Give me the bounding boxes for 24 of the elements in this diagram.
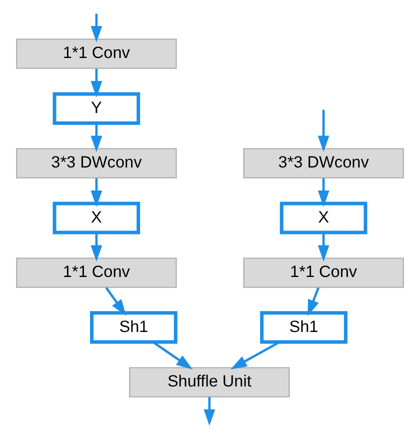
arrow	[90, 232, 102, 262]
node-box: Y	[52, 92, 140, 125]
arrow	[318, 110, 330, 152]
arrow	[105, 287, 126, 316]
arrow	[308, 287, 320, 316]
arrow	[90, 123, 102, 152]
arrow	[90, 68, 102, 98]
node-box: Sh1	[260, 311, 348, 344]
node-box: 1*1 Conv	[243, 258, 404, 288]
node-box: Sh1	[90, 311, 178, 344]
arrow	[90, 178, 102, 207]
node-box: X	[52, 202, 140, 234]
arrow	[318, 232, 330, 262]
node-box: 3*3 DWconv	[16, 148, 177, 178]
node-box: X	[280, 202, 368, 234]
node-box: 3*3 DWconv	[243, 148, 404, 178]
node-box: 1*1 Conv	[16, 258, 177, 288]
arrow	[90, 14, 102, 42]
arrow	[204, 397, 216, 426]
node-box: Shuffle Unit	[129, 367, 290, 398]
arrow	[230, 341, 280, 370]
node-box: 1*1 Conv	[16, 38, 177, 69]
arrow	[152, 341, 193, 370]
arrow	[318, 178, 330, 207]
